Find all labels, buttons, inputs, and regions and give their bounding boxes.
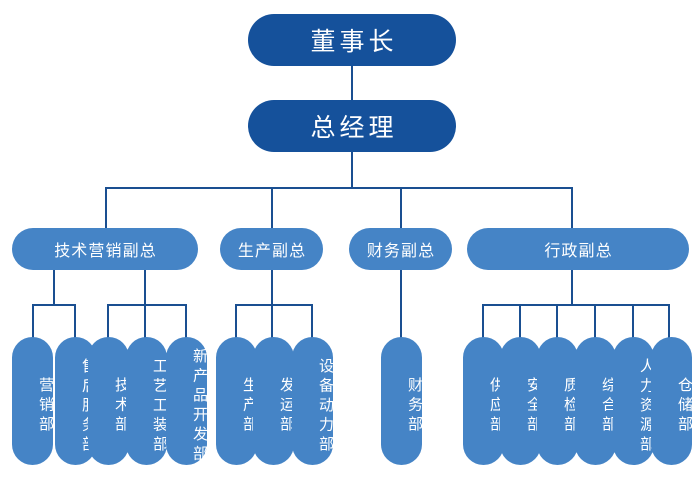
- connector-admin-bus: [482, 304, 669, 306]
- node-vp-production[interactable]: 生产副总: [220, 228, 323, 270]
- connector-drop-dept-new-product: [185, 304, 187, 338]
- connector-drop-dept-process-tooling: [144, 304, 146, 338]
- connector-tm-stem-b: [144, 270, 146, 305]
- node-dept-general-affairs[interactable]: 综合部: [575, 337, 618, 465]
- connector-chairman-to-gm: [351, 66, 353, 100]
- connector-drop-dept-human-resources: [632, 304, 634, 338]
- connector-drop-vp-administration: [571, 187, 573, 228]
- connector-drop-dept-quality: [556, 304, 558, 338]
- connector-tm-stem-a: [53, 270, 55, 305]
- connector-drop-dept-shipping: [271, 304, 273, 338]
- node-dept-process-tooling[interactable]: 工艺工装部: [126, 337, 169, 465]
- node-vp-finance[interactable]: 财务副总: [349, 228, 452, 270]
- node-dept-equipment-power[interactable]: 设备动力部: [292, 337, 335, 465]
- connector-prod-bus: [235, 304, 313, 306]
- node-dept-human-resources[interactable]: 人力资源部: [613, 337, 656, 465]
- connector-tm-bus-b: [107, 304, 187, 306]
- node-vp-administration[interactable]: 行政副总: [467, 228, 689, 270]
- connector-tm-bus-a: [32, 304, 76, 306]
- node-dept-new-product[interactable]: 新产品开发部: [166, 337, 209, 465]
- connector-drop-dept-after-sales: [74, 304, 76, 338]
- node-dept-marketing[interactable]: 营销部: [12, 337, 55, 465]
- node-dept-safety[interactable]: 安全部: [500, 337, 543, 465]
- connector-gm-stem: [351, 152, 353, 188]
- connector-level2-bus: [105, 187, 572, 189]
- connector-drop-dept-finance: [400, 270, 402, 338]
- node-vp-tech-marketing[interactable]: 技术营销副总: [12, 228, 198, 270]
- connector-drop-dept-equipment-power: [311, 304, 313, 338]
- node-dept-finance[interactable]: 财务部: [381, 337, 424, 465]
- connector-drop-dept-marketing: [32, 304, 34, 338]
- connector-drop-dept-supply: [482, 304, 484, 338]
- node-dept-technology[interactable]: 技术部: [88, 337, 131, 465]
- node-dept-production[interactable]: 生产部: [216, 337, 259, 465]
- connector-drop-dept-safety: [519, 304, 521, 338]
- node-dept-warehouse[interactable]: 仓储部: [651, 337, 694, 465]
- connector-drop-vp-finance: [400, 187, 402, 228]
- connector-drop-dept-warehouse: [668, 304, 670, 338]
- connector-drop-dept-general-affairs: [594, 304, 596, 338]
- connector-prod-stem: [271, 270, 273, 305]
- connector-drop-vp-tech-marketing: [105, 187, 107, 228]
- node-dept-quality[interactable]: 质检部: [537, 337, 580, 465]
- connector-drop-dept-technology: [107, 304, 109, 338]
- node-dept-shipping[interactable]: 发运部: [253, 337, 296, 465]
- node-dept-supply[interactable]: 供应部: [463, 337, 506, 465]
- connector-admin-stem: [571, 270, 573, 305]
- connector-drop-dept-production: [235, 304, 237, 338]
- node-general-manager[interactable]: 总经理: [248, 100, 456, 152]
- node-chairman[interactable]: 董事长: [248, 14, 456, 66]
- connector-drop-vp-production: [271, 187, 273, 228]
